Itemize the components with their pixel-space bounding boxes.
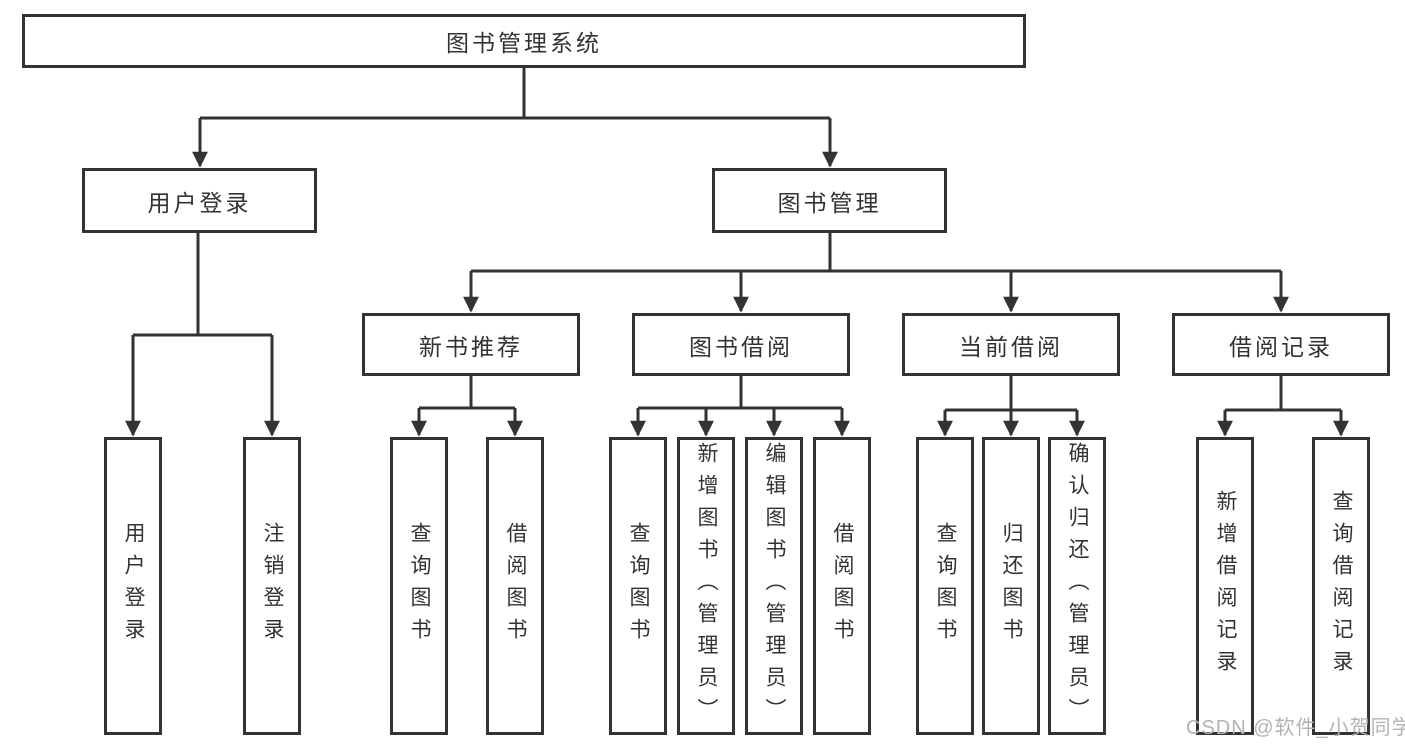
leaf-query-books-recommend: 查询图书 [390, 437, 448, 735]
leaf-query-books-borrow: 查询图书 [609, 437, 667, 735]
node-new-book-recommend: 新书推荐 [362, 313, 580, 376]
node-book-management: 图书管理 [712, 168, 947, 233]
node-library-management-system: 图书管理系统 [22, 14, 1026, 68]
csdn-watermark: CSDN @软件_小贺同学 [1186, 717, 1405, 739]
node-current-borrow: 当前借阅 [902, 313, 1120, 376]
leaf-borrow-books-recommend: 借阅图书 [486, 437, 544, 735]
leaf-add-books-admin: 新增图书（管理员） [677, 437, 735, 735]
leaf-borrow-books: 借阅图书 [813, 437, 871, 735]
node-borrow-records: 借阅记录 [1172, 313, 1390, 376]
leaf-query-books-current: 查询图书 [916, 437, 974, 735]
node-user-login: 用户登录 [82, 168, 317, 233]
leaf-add-borrow-record: 新增借阅记录 [1196, 437, 1254, 735]
leaf-return-books: 归还图书 [982, 437, 1040, 735]
leaf-query-borrow-record: 查询借阅记录 [1312, 437, 1370, 735]
leaf-logout: 注销登录 [243, 437, 301, 735]
leaf-user-login: 用户登录 [104, 437, 162, 735]
node-book-borrow: 图书借阅 [632, 313, 850, 376]
leaf-edit-books-admin: 编辑图书（管理员） [745, 437, 803, 735]
leaf-confirm-return-admin: 确认归还（管理员） [1048, 437, 1106, 735]
